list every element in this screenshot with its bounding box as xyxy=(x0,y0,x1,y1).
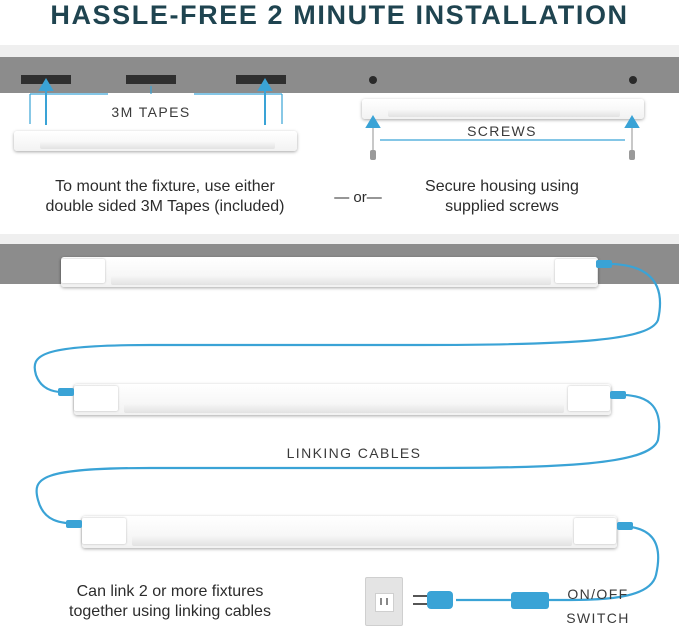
linked-fixture-3 xyxy=(82,516,617,548)
wall-outlet xyxy=(365,577,403,626)
screw-hole xyxy=(369,76,377,84)
linking-caption: Can link 2 or more fixtures together usi… xyxy=(38,582,302,622)
fixture-lens xyxy=(40,142,275,149)
screws-caption-line2: supplied screws xyxy=(445,198,559,215)
switch-label: ON/OFF SWITCH xyxy=(556,582,640,630)
tape-caption: To mount the fixture, use either double … xyxy=(14,177,316,217)
linking-caption-line1: Can link 2 or more fixtures xyxy=(76,583,264,600)
tape-caption-line1: To mount the fixture, use either xyxy=(55,178,275,195)
tape-mounted-fixture xyxy=(14,131,297,151)
outlet-slot xyxy=(380,598,382,605)
top-ceiling xyxy=(0,57,679,93)
linked-fixture-1 xyxy=(61,257,598,287)
tape-strip xyxy=(126,75,176,84)
top-ceiling-surface xyxy=(0,45,679,57)
tape-caption-line2: double sided 3M Tapes (included) xyxy=(45,198,285,215)
fixture-endcap xyxy=(82,518,126,544)
fixture-endcap xyxy=(574,518,616,544)
linking-cables-label: LINKING CABLES xyxy=(264,445,444,461)
screws-caption: Secure housing using supplied screws xyxy=(395,177,609,217)
fixture-endcap xyxy=(74,386,118,411)
linking-caption-line2: together using linking cables xyxy=(69,603,271,620)
screw-mounted-fixture xyxy=(362,99,644,119)
switch-label-line2: SWITCH xyxy=(566,610,630,626)
fixture-lens xyxy=(124,404,564,413)
tape-label: 3M TAPES xyxy=(105,104,197,120)
outlet-face xyxy=(375,593,394,612)
fixture-lens xyxy=(111,276,551,285)
fixture-endcap xyxy=(555,259,597,283)
page-title: HASSLE-FREE 2 MINUTE INSTALLATION xyxy=(50,0,629,30)
screws-caption-line1: Secure housing using xyxy=(425,178,579,195)
linked-fixture-2 xyxy=(74,384,611,415)
screws-label: SCREWS xyxy=(459,123,545,139)
screw-hole xyxy=(629,76,637,84)
fixture-endcap xyxy=(61,259,105,283)
fixture-lens xyxy=(132,536,572,546)
or-separator: — or— xyxy=(334,189,382,206)
fixture-lens xyxy=(388,110,620,117)
fixture-endcap xyxy=(568,386,610,411)
switch-label-line1: ON/OFF xyxy=(567,586,629,602)
bottom-ceiling-surface xyxy=(0,234,679,244)
tape-strip xyxy=(236,75,286,84)
outlet-slot xyxy=(386,598,388,605)
